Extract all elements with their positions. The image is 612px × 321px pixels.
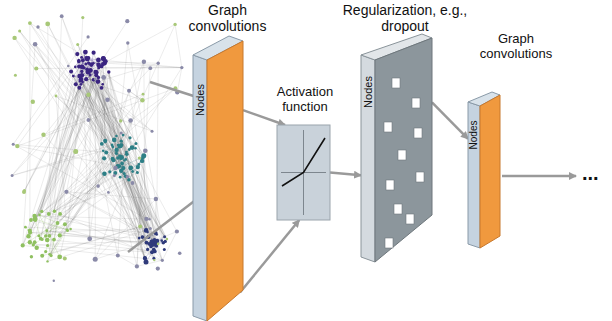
layer-node: Activation function (270, 84, 340, 224)
layer-node: Graph convolutionsNodes (462, 30, 570, 255)
shape-bounds (468, 92, 500, 248)
layer-node: Graph convolutionsNodes (185, 0, 270, 321)
axis-label: Nodes (362, 76, 375, 108)
shape-bounds (277, 125, 330, 220)
layer-shape (185, 0, 270, 321)
flow-arrow (330, 173, 361, 176)
network-graph (11, 14, 184, 282)
layer-title: Regularization, e.g., dropout (330, 2, 480, 34)
function-title: Activation function (270, 85, 340, 115)
output-arrow (502, 175, 576, 178)
shape-bounds (193, 36, 243, 321)
layer-shape (330, 0, 480, 265)
layer-title: Graph convolutions (466, 32, 566, 62)
flow-arrow (240, 220, 299, 293)
continuation-mark: ... (582, 162, 599, 185)
layer-title: Graph convolutions (185, 2, 270, 34)
layer-node: Regularization, e.g., dropoutNodes (330, 0, 480, 265)
shape-bounds (361, 34, 432, 262)
flow-arrow (432, 102, 468, 138)
flow-arrow (243, 110, 285, 125)
axis-label: Nodes (468, 121, 480, 150)
axis-label: Nodes (194, 84, 207, 116)
